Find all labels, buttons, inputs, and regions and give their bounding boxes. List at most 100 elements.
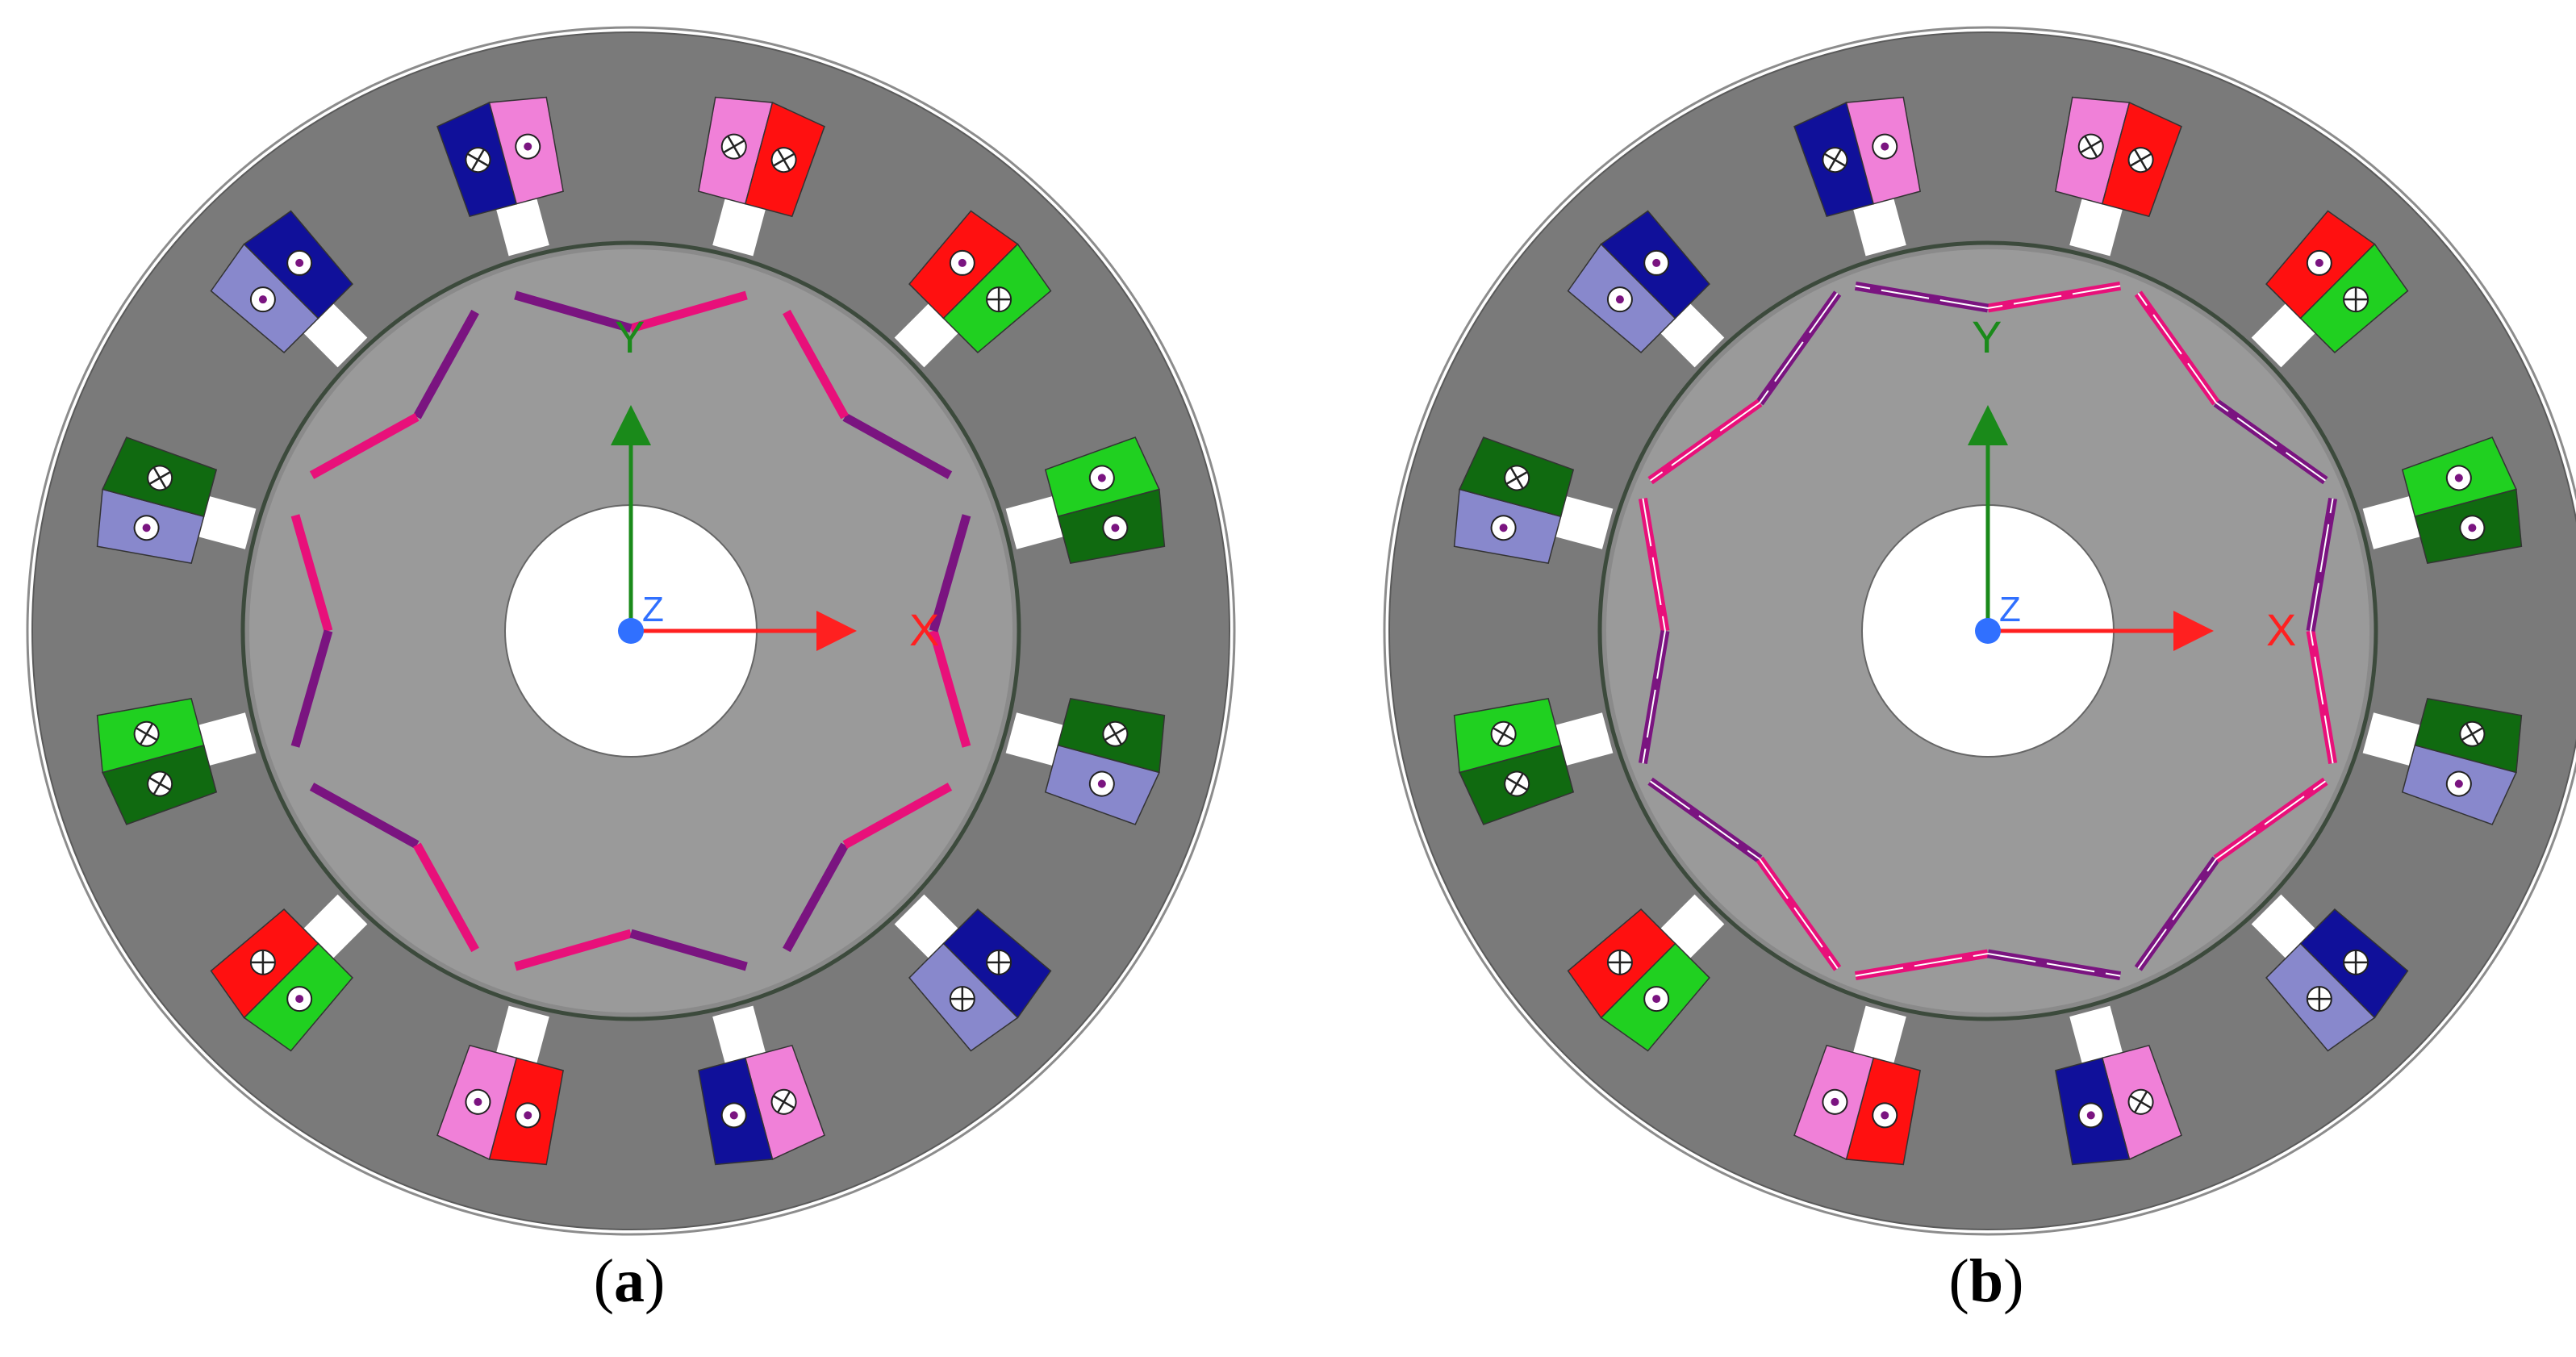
stator-slot bbox=[2055, 1005, 2182, 1166]
cross-icon bbox=[2465, 723, 2479, 745]
stator-slot bbox=[2251, 894, 2409, 1052]
dot-icon bbox=[295, 995, 304, 1004]
cross-icon bbox=[1510, 467, 1524, 489]
cross-icon bbox=[997, 950, 1000, 974]
cross-icon bbox=[2130, 153, 2152, 167]
magnet-bar bbox=[629, 290, 748, 333]
dot-icon bbox=[295, 258, 304, 267]
cross-icon bbox=[1506, 777, 1528, 791]
stator-slot bbox=[96, 436, 257, 564]
dot-icon bbox=[1881, 142, 1889, 151]
dot-icon bbox=[1111, 524, 1120, 532]
slot-opening bbox=[2251, 894, 2315, 958]
stator-slot bbox=[1453, 436, 1614, 564]
slot-opening bbox=[1005, 712, 1064, 766]
slot-opening bbox=[303, 303, 368, 368]
axes: XYZ bbox=[1968, 311, 2296, 655]
stator-slot bbox=[2362, 436, 2523, 564]
flux-barrier bbox=[2215, 402, 2326, 482]
slot-opening bbox=[1555, 496, 1614, 549]
slot-opening bbox=[496, 198, 549, 257]
cross-icon bbox=[987, 298, 1011, 301]
slot-opening bbox=[1853, 198, 1906, 257]
caption-a: (a) bbox=[593, 1247, 666, 1315]
magnet-bar bbox=[309, 783, 420, 849]
flux-barrier bbox=[1642, 498, 1666, 632]
slot-opening bbox=[712, 198, 766, 257]
slot-opening bbox=[496, 1005, 549, 1064]
slot-opening bbox=[1660, 303, 1725, 368]
slot-opening bbox=[1853, 1005, 1906, 1064]
dot-icon bbox=[729, 1111, 738, 1120]
dot-icon bbox=[1831, 1097, 1839, 1106]
slot-opening bbox=[2362, 496, 2421, 549]
flux-barrier bbox=[1650, 402, 1760, 482]
dot-icon bbox=[474, 1097, 482, 1106]
dot-icon bbox=[1881, 1111, 1889, 1120]
flux-barrier bbox=[2310, 498, 2334, 632]
cross-icon bbox=[471, 149, 485, 171]
magnet-bar bbox=[290, 514, 333, 633]
y-axis-label: Y bbox=[615, 311, 645, 362]
motor-a: XYZ bbox=[26, 26, 1236, 1236]
z-axis-dot bbox=[618, 618, 644, 644]
cross-icon bbox=[2344, 298, 2368, 301]
cross-icon bbox=[1608, 961, 1632, 964]
stator-slot bbox=[894, 894, 1052, 1052]
dot-icon bbox=[524, 142, 532, 151]
cross-icon bbox=[136, 727, 157, 741]
stator-slot bbox=[1005, 698, 1166, 825]
magnet-bar bbox=[783, 842, 849, 953]
dot-icon bbox=[142, 524, 151, 532]
axes: XYZ bbox=[611, 311, 939, 655]
magnet-bar bbox=[413, 309, 479, 420]
x-axis-label: X bbox=[909, 604, 939, 655]
stator-slot bbox=[1453, 698, 1614, 825]
magnet-bar bbox=[783, 309, 849, 420]
cross-icon bbox=[777, 1091, 791, 1113]
x-axis-label: X bbox=[2266, 604, 2296, 655]
stator-slot bbox=[96, 698, 257, 825]
slot-opening bbox=[894, 303, 958, 368]
slot-opening bbox=[1005, 496, 1064, 549]
cross-icon bbox=[2080, 140, 2102, 153]
cross-icon bbox=[1493, 727, 1514, 741]
slot-opening bbox=[2069, 198, 2123, 257]
cross-icon bbox=[961, 987, 964, 1011]
flux-barrier bbox=[1855, 953, 1989, 977]
dot-icon bbox=[1097, 474, 1106, 482]
dot-icon bbox=[1097, 779, 1106, 788]
cross-icon bbox=[2354, 950, 2357, 974]
flux-barrier bbox=[2137, 293, 2217, 403]
magnet-bar bbox=[514, 290, 633, 333]
magnet-bar bbox=[290, 629, 333, 748]
dot-icon bbox=[1652, 258, 1661, 267]
cross-icon bbox=[723, 140, 745, 153]
stator-slot bbox=[210, 210, 368, 368]
slot-opening bbox=[303, 894, 368, 958]
stator-slot bbox=[210, 894, 368, 1052]
dot-icon bbox=[2454, 474, 2463, 482]
dot-icon bbox=[2315, 258, 2323, 267]
magnet-bar bbox=[929, 514, 971, 633]
slot-opening bbox=[1555, 712, 1614, 766]
stator-slot bbox=[2055, 96, 2182, 257]
slot-opening bbox=[2362, 712, 2421, 766]
cross-icon bbox=[1108, 723, 1122, 745]
caption-b: (b) bbox=[1948, 1247, 2024, 1315]
dot-icon bbox=[524, 1111, 532, 1120]
slot-opening bbox=[2251, 303, 2315, 368]
stator-slot bbox=[2362, 698, 2523, 825]
magnet-bar bbox=[514, 929, 633, 971]
cross-icon bbox=[153, 467, 167, 489]
flux-barrier bbox=[1855, 285, 1989, 309]
stator-slot bbox=[894, 210, 1052, 368]
magnet-bar bbox=[413, 842, 479, 953]
stator-slot bbox=[698, 1005, 825, 1166]
stator-slot bbox=[436, 96, 564, 257]
dot-icon bbox=[2468, 524, 2477, 532]
slot-opening bbox=[198, 712, 257, 766]
dot-icon bbox=[1499, 524, 1508, 532]
magnet-bar bbox=[842, 413, 953, 479]
flux-barrier bbox=[1642, 630, 1666, 764]
